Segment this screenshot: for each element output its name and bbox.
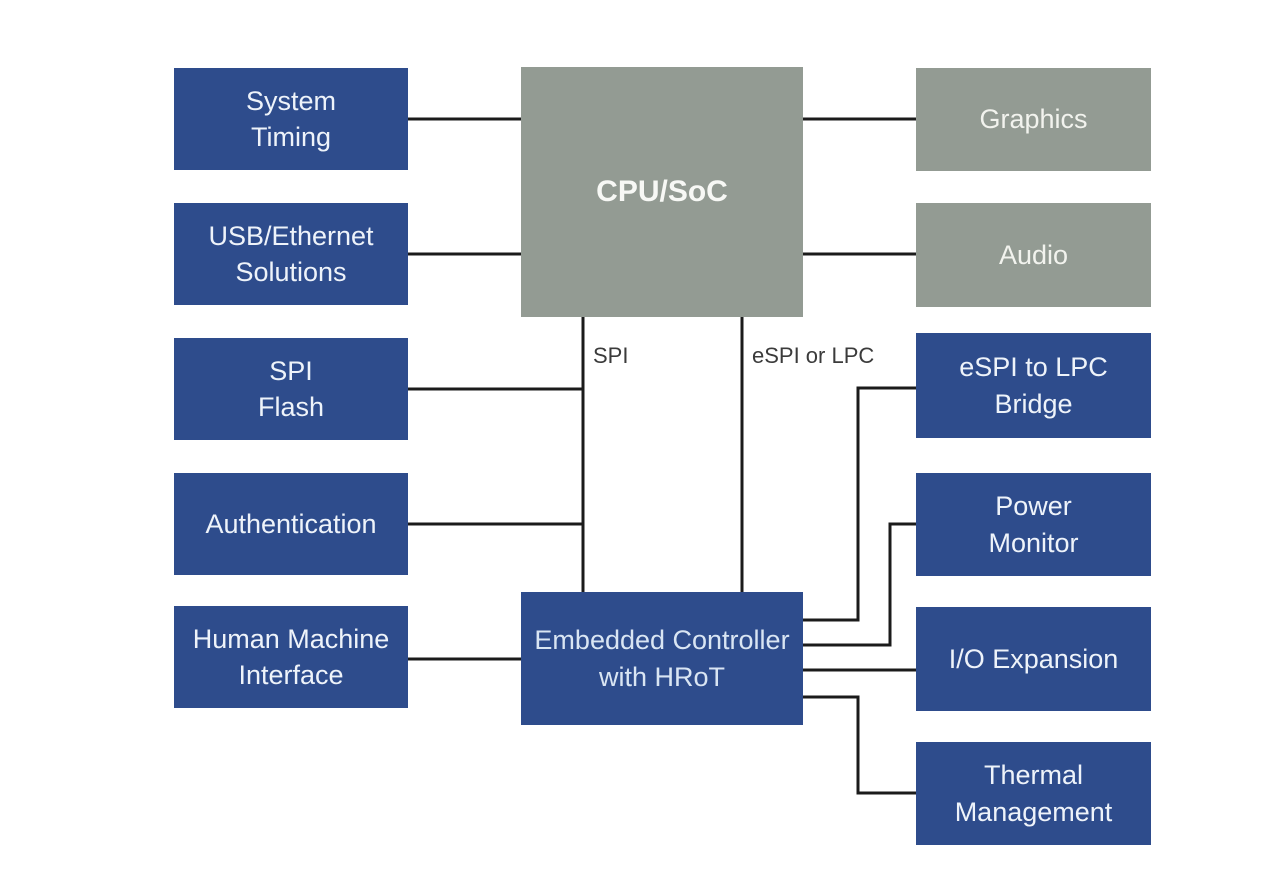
node-power-monitor: Power Monitor	[916, 473, 1151, 576]
bus-label-spi: SPI	[593, 343, 629, 368]
node-graphics: Graphics	[916, 68, 1151, 171]
connector-ec-thermal-management	[803, 695, 916, 795]
bus-label-espi-or-lpc: eSPI or LPC	[752, 343, 875, 368]
node-cpu-soc: CPU/SoC	[521, 67, 803, 317]
node-audio: Audio	[916, 203, 1151, 307]
connector-ec-espi-lpc-bridge	[803, 386, 916, 622]
node-embedded-controller-hrot: Embedded Controller with HRoT	[521, 592, 803, 725]
node-human-machine-interface: Human Machine Interface	[174, 606, 408, 708]
node-spi-flash: SPI Flash	[174, 338, 408, 440]
node-io-expansion: I/O Expansion	[916, 607, 1151, 711]
node-thermal-management: Thermal Management	[916, 742, 1151, 845]
node-authentication: Authentication	[174, 473, 408, 575]
connector-ec-power-monitor	[803, 522, 916, 647]
node-espi-to-lpc-bridge: eSPI to LPC Bridge	[916, 333, 1151, 438]
node-system-timing: System Timing	[174, 68, 408, 170]
node-usb-ethernet-solutions: USB/Ethernet Solutions	[174, 203, 408, 305]
